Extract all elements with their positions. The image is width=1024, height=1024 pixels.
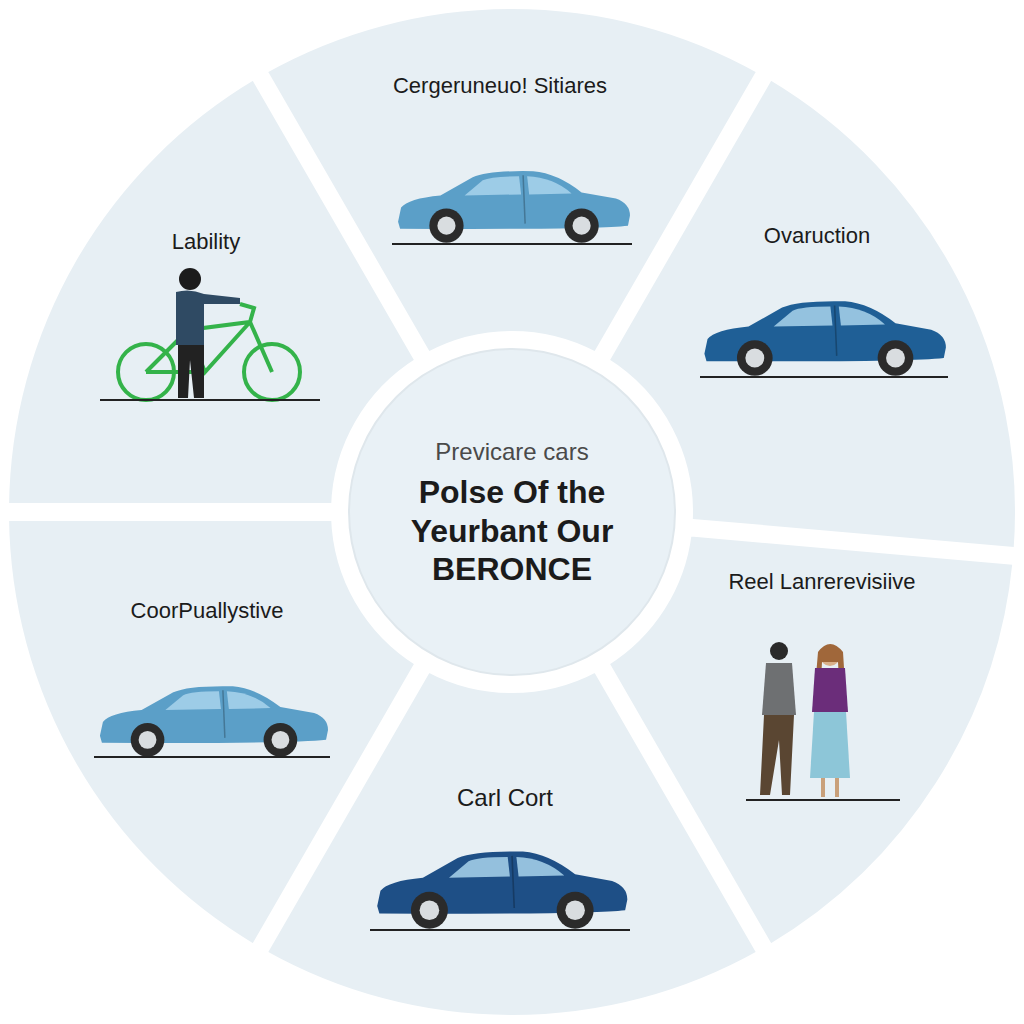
centre-circle [349, 349, 675, 675]
segment-title: Cergeruneuo! Sitiares [370, 72, 630, 101]
segment-title: CoorPuallystive [82, 597, 332, 626]
centre-title: Polse Of the Yeurbant Our BERONCE [354, 473, 670, 588]
segment-label: Reel Lanrerevisiive [712, 568, 932, 597]
segment-title: Lability [108, 228, 304, 257]
segment-title: Reel Lanrerevisiive [712, 568, 932, 597]
segment-title: Carl Cort [410, 782, 600, 813]
segment-label: Cergeruneuo! Sitiares [370, 72, 630, 101]
centre-ring [336, 336, 688, 688]
segment-label: CoorPuallystive [82, 597, 332, 626]
segment-title: Ovaruction [712, 222, 922, 251]
centre-subtitle: Previcare cars [354, 436, 670, 467]
segment-label: Ovaruction [712, 222, 922, 251]
segment-label: Carl Cort [410, 782, 600, 813]
centre-circle-label: Previcare carsPolse Of the Yeurbant Our … [354, 436, 670, 588]
segment-label: Lability [108, 228, 304, 257]
